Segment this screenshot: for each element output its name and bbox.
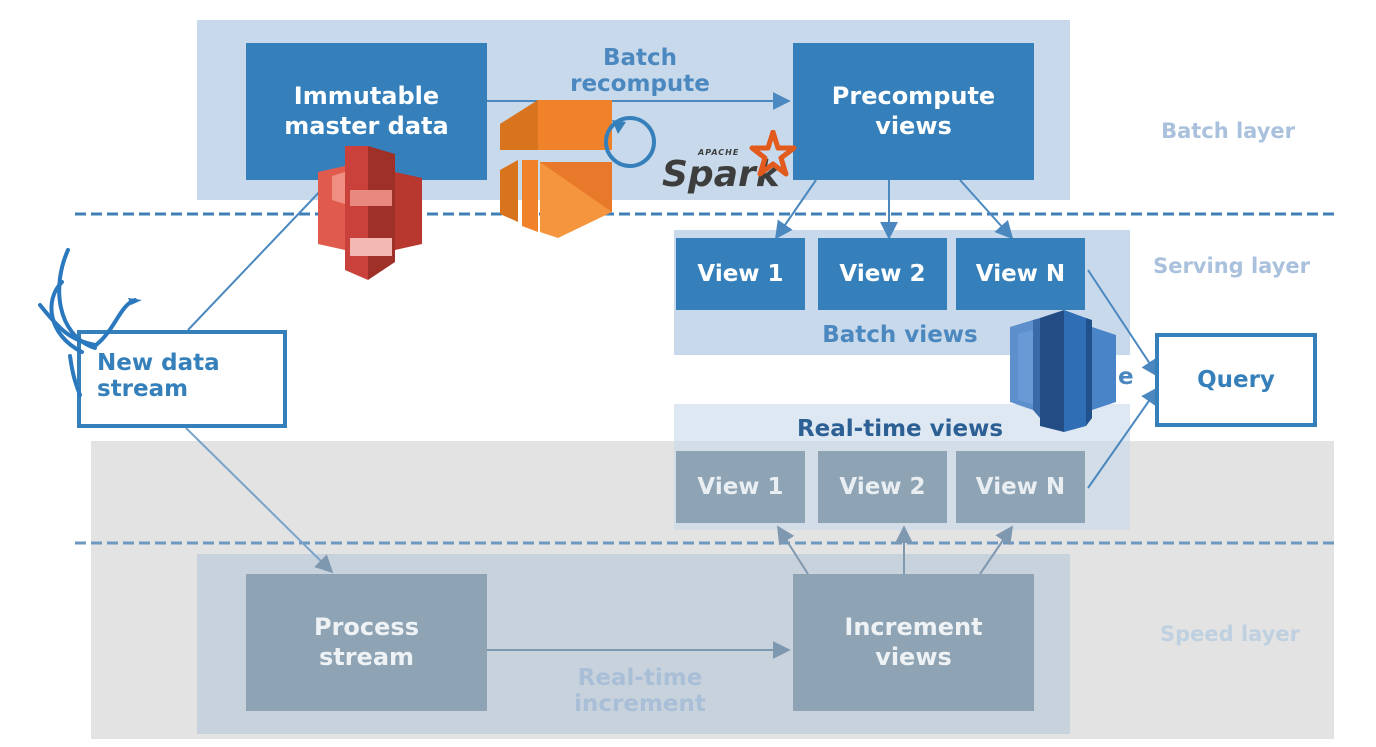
arrow-to-view1 [774,179,817,240]
arrow-stream-to-process [185,427,334,574]
query-box: Query [1155,333,1317,427]
hidden-character: e [1118,364,1134,390]
process-stream-box: Process stream [246,574,487,711]
batch-view-n: View N [956,238,1085,310]
arrow-inc-to-rtN [979,525,1014,575]
apache-spark-logo: APACHE Spark [660,130,797,196]
realtime-increment-label: Real-time increment [574,665,706,718]
batch-views-label: Batch views [822,322,978,348]
batch-view-2: View 2 [818,238,947,310]
spark-apache-text: APACHE [698,148,740,157]
arrow-viewN-to-query [1087,269,1159,378]
serving-layer-label: Serving layer [1153,254,1310,278]
realtime-view-n: View N [956,451,1085,523]
batch-recompute-label: Batch recompute [570,45,710,98]
batch-layer-label: Batch layer [1161,119,1295,143]
batch-view-1: View 1 [676,238,805,310]
realtime-view-2: View 2 [818,451,947,523]
new-data-stream-label: New data stream [97,350,220,403]
spark-star-icon [749,130,797,177]
arrow-to-viewN [959,179,1014,240]
increment-views-box: Increment views [793,574,1034,711]
immutable-master-data-box: Immutable master data [246,43,487,180]
realtime-views-label: Real-time views [796,416,1004,442]
precompute-views-box: Precompute views [793,43,1034,180]
arrow-stream-to-master [187,185,326,331]
arrow-rtN-to-query [1087,386,1160,489]
speed-layer-label: Speed layer [1160,622,1300,646]
realtime-view-1: View 1 [676,451,805,523]
arrow-inc-to-rt1 [777,525,809,575]
